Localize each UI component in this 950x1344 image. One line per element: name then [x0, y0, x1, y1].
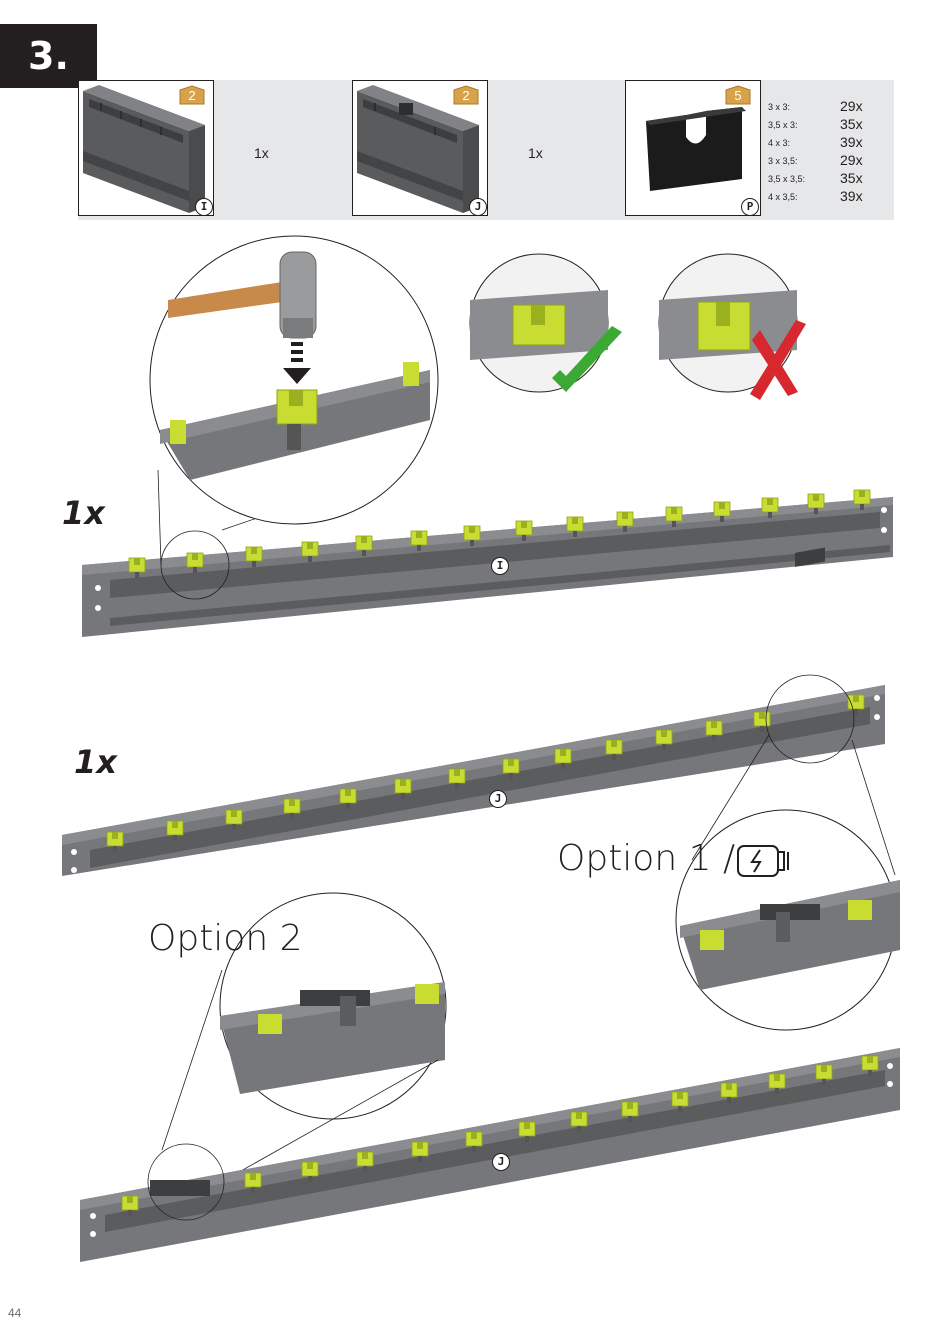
part-letter-j: J — [469, 198, 487, 216]
beam-letter-j: J — [489, 790, 507, 808]
beam-i-drawing — [83, 85, 205, 213]
size-label: 4 x 3,5: — [768, 192, 798, 202]
cross-icon — [750, 320, 806, 400]
part-qty-j: 1x — [528, 145, 543, 161]
box-count-p: 5 — [734, 88, 742, 103]
clip-p-drawing — [646, 107, 746, 191]
size-count: 35x — [840, 170, 863, 186]
option2-label: Option 2 — [148, 918, 303, 959]
box-icon — [725, 85, 751, 105]
option1-detail — [675, 809, 900, 1031]
size-label: 3,5 x 3,5: — [768, 174, 806, 184]
size-count: 39x — [840, 188, 863, 204]
size-row: 4 x 3,5: 39x — [768, 188, 878, 206]
hammer-icon — [168, 282, 282, 318]
beam-j-option2 — [80, 1048, 900, 1262]
box-icon — [453, 85, 479, 105]
part-image-j — [352, 80, 488, 216]
beam-j-assembled — [62, 547, 885, 876]
size-row: 3,5 x 3,5: 35x — [768, 170, 878, 188]
size-label: 3 x 3: — [768, 102, 791, 112]
box-count-i: 2 — [188, 88, 196, 103]
incorrect-example — [658, 253, 806, 400]
size-count: 29x — [840, 152, 863, 168]
box-icon — [179, 85, 205, 105]
size-label: 4 x 3: — [768, 138, 791, 148]
size-count: 35x — [840, 116, 863, 132]
size-count: 39x — [840, 134, 863, 150]
size-row: 3,5 x 3: 35x — [768, 116, 878, 134]
size-count: 29x — [840, 98, 863, 114]
page-number: 44 — [8, 1306, 22, 1320]
beam-j-drawing — [357, 85, 479, 213]
part-letter-i: I — [195, 198, 213, 216]
size-row: 3 x 3,5: 29x — [768, 152, 878, 170]
hammer-detail — [149, 235, 439, 525]
clip-size-list: 3 x 3: 29x 3,5 x 3: 35x 4 x 3: 39x 3 x 3,5:… — [768, 98, 878, 206]
size-row: 4 x 3: 39x — [768, 134, 878, 152]
check-icon — [552, 326, 622, 392]
motor-icon — [737, 845, 789, 877]
size-label: 3 x 3,5: — [768, 156, 798, 166]
quantity-beam-j: 1x — [74, 743, 117, 781]
beam-letter-i: I — [491, 557, 509, 575]
size-row: 3 x 3: 29x — [768, 98, 878, 116]
correct-example — [469, 253, 622, 393]
size-label: 3,5 x 3: — [768, 120, 798, 130]
part-letter-p: P — [741, 198, 759, 216]
option1-label: Option 1 / — [557, 838, 736, 879]
beam-letter-j-option2: J — [492, 1153, 510, 1171]
option2-detail — [219, 892, 447, 1120]
quantity-beam-i: 1x — [62, 494, 105, 532]
part-qty-i: 1x — [254, 145, 269, 161]
step-number: 3. — [0, 24, 97, 88]
beam-i-assembled — [82, 497, 893, 637]
box-count-j: 2 — [462, 88, 470, 103]
